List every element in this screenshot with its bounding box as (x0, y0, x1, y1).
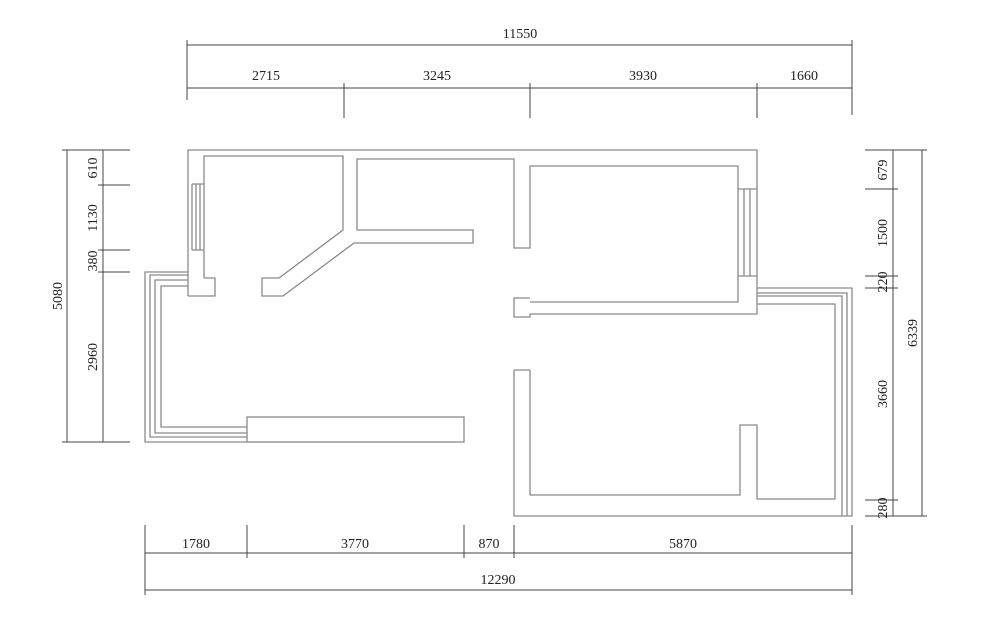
dim-left-3: 380 (86, 251, 101, 272)
dim-left-1: 610 (86, 158, 101, 179)
walls (144, 149, 853, 517)
dim-bottom-1: 1780 (182, 537, 210, 552)
counter (246, 416, 465, 443)
door-stub (513, 297, 531, 318)
dim-right-4: 3660 (876, 380, 891, 408)
dim-right-total: 6339 (906, 319, 921, 347)
dim-right-1: 679 (876, 160, 891, 181)
dim-bottom-2: 3770 (341, 537, 369, 552)
left-balcony (144, 271, 247, 443)
dim-top-4: 1660 (790, 69, 818, 84)
bottom-dimensions: 1780 3770 870 5870 12290 (144, 525, 853, 595)
left-room-wall (203, 155, 739, 303)
dim-bottom-4: 5870 (669, 537, 697, 552)
right-window (738, 188, 757, 277)
right-balcony (757, 292, 848, 516)
dim-top-total: 11550 (503, 27, 537, 42)
dim-left-4: 2960 (86, 343, 101, 371)
right-dimensions: 6339 679 1500 220 3660 280 (865, 149, 927, 519)
left-dimensions: 5080 610 1130 380 2960 (51, 149, 130, 443)
dim-right-2: 1500 (876, 219, 891, 247)
left-stub (188, 277, 216, 297)
dim-top-3: 3930 (629, 69, 657, 84)
outer-wall (187, 149, 758, 315)
dim-left-total: 5080 (51, 282, 66, 310)
dim-bottom-3: 870 (479, 537, 500, 552)
bottom-room-wall (513, 287, 853, 517)
top-dimensions: 11550 2715 3245 3930 1660 (186, 27, 853, 118)
dim-right-5: 280 (876, 498, 891, 519)
dim-top-2: 3245 (423, 69, 451, 84)
dim-right-3: 220 (876, 272, 891, 293)
dim-bottom-total: 12290 (481, 573, 516, 588)
left-window (191, 183, 204, 251)
dim-left-2: 1130 (86, 204, 101, 231)
dim-top-1: 2715 (252, 69, 280, 84)
